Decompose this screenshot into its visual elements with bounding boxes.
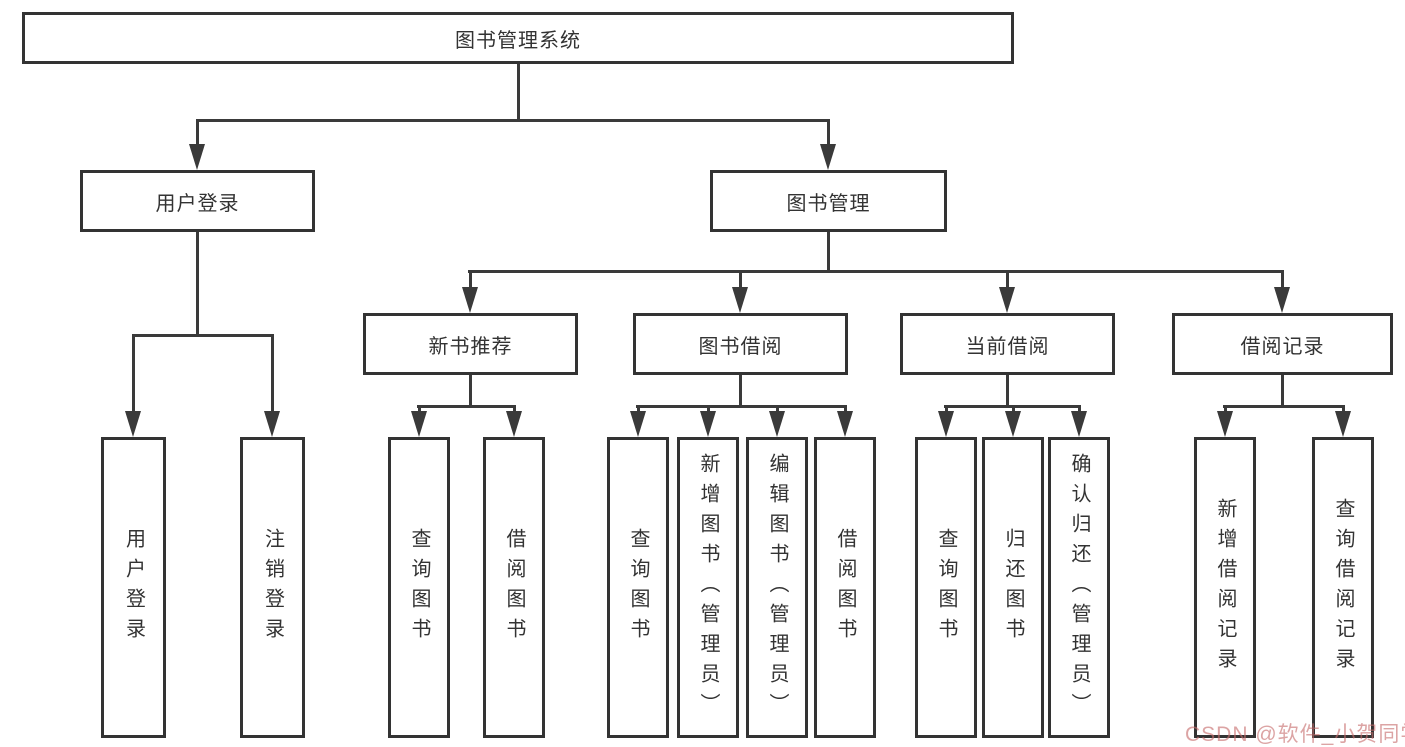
arrow-to-borrow (732, 270, 748, 313)
connector-root-stem (517, 64, 520, 121)
leaf-edit-book-admin: 编辑图书（管理员） (746, 437, 808, 738)
node-label: 借阅记录 (1240, 335, 1325, 358)
node-book-borrow: 图书借阅 (633, 313, 848, 375)
arrow-to-leaf-queryrec (1335, 405, 1351, 437)
arrow-to-leaf-logout (264, 334, 280, 437)
arrow-to-leaf-query2 (630, 405, 646, 437)
node-label: 图书借阅 (698, 335, 783, 358)
arrow-to-leaf-edit (769, 405, 785, 437)
leaf-label: 注销登录 (261, 527, 284, 648)
connector-record-stem (1281, 375, 1284, 407)
leaf-logout: 注销登录 (240, 437, 305, 738)
leaf-query-book-borrow: 查询图书 (607, 437, 669, 738)
node-new-book-recommend: 新书推荐 (363, 313, 578, 375)
leaf-label: 借阅图书 (834, 527, 856, 648)
arrow-to-leaf-addrec (1217, 405, 1233, 437)
leaf-return-book: 归还图书 (982, 437, 1044, 738)
connector-user-login-rail (132, 334, 274, 337)
leaf-label: 查询图书 (627, 527, 649, 648)
node-library-management-system: 图书管理系统 (22, 12, 1014, 64)
leaf-borrow-book: 借阅图书 (814, 437, 876, 738)
node-label: 当前借阅 (965, 335, 1050, 358)
arrow-to-leaf-confirm (1071, 405, 1087, 437)
connector-current-stem (1006, 375, 1009, 407)
connector-level1-rail (196, 119, 830, 122)
leaf-label: 归还图书 (1002, 527, 1024, 648)
connector-user-login-stem (196, 232, 199, 336)
arrow-to-leaf-add (700, 405, 716, 437)
connector-level2-rail (468, 270, 1282, 273)
node-current-borrow: 当前借阅 (900, 313, 1115, 375)
arrow-to-record (1274, 270, 1290, 313)
node-borrow-record: 借阅记录 (1172, 313, 1393, 375)
arrow-to-leaf-query3 (938, 405, 954, 437)
arrow-to-leaf-return (1005, 405, 1021, 437)
connector-book-mgmt-stem (827, 232, 830, 272)
arrow-to-leaf-user-login (125, 334, 141, 437)
leaf-label: 新增图书（管理员） (697, 452, 719, 723)
csdn-watermark: CSDN @软件_小贺同学 (1185, 723, 1405, 746)
leaf-label: 查询图书 (935, 527, 957, 648)
arrow-to-new-rec (462, 270, 478, 313)
leaf-label: 编辑图书（管理员） (766, 452, 788, 723)
connector-new-rec-stem (469, 375, 472, 407)
arrow-to-leaf-borrow2 (837, 405, 853, 437)
leaf-confirm-return-admin: 确认归还（管理员） (1048, 437, 1110, 738)
arrow-to-user-login (189, 119, 205, 170)
arrow-to-leaf-borrow1 (506, 405, 522, 437)
node-user-login: 用户登录 (80, 170, 315, 232)
node-label: 用户登录 (155, 192, 240, 215)
leaf-user-login: 用户登录 (101, 437, 166, 738)
leaf-query-book-newrec: 查询图书 (388, 437, 450, 738)
leaf-label: 新增借阅记录 (1214, 497, 1236, 678)
leaf-query-borrow-record: 查询借阅记录 (1312, 437, 1374, 738)
node-label: 新书推荐 (428, 335, 513, 358)
leaf-label: 借阅图书 (503, 527, 525, 648)
leaf-add-book-admin: 新增图书（管理员） (677, 437, 739, 738)
leaf-borrow-book-newrec: 借阅图书 (483, 437, 545, 738)
connector-new-rec-rail (417, 405, 516, 408)
leaf-label: 查询借阅记录 (1332, 497, 1354, 678)
arrow-to-leaf-query1 (411, 405, 427, 437)
node-book-management: 图书管理 (710, 170, 947, 232)
node-label: 图书管理 (786, 192, 871, 215)
leaf-add-borrow-record: 新增借阅记录 (1194, 437, 1256, 738)
arrow-to-current (999, 270, 1015, 313)
connector-borrow-rail (636, 405, 846, 408)
leaf-label: 查询图书 (408, 527, 430, 648)
connector-record-rail (1223, 405, 1345, 408)
leaf-label: 用户登录 (122, 527, 145, 648)
leaf-query-book-current: 查询图书 (915, 437, 977, 738)
node-label: 图书管理系统 (455, 29, 581, 52)
leaf-label: 确认归还（管理员） (1068, 452, 1090, 723)
connector-borrow-stem (739, 375, 742, 407)
arrow-to-book-mgmt (820, 119, 836, 170)
